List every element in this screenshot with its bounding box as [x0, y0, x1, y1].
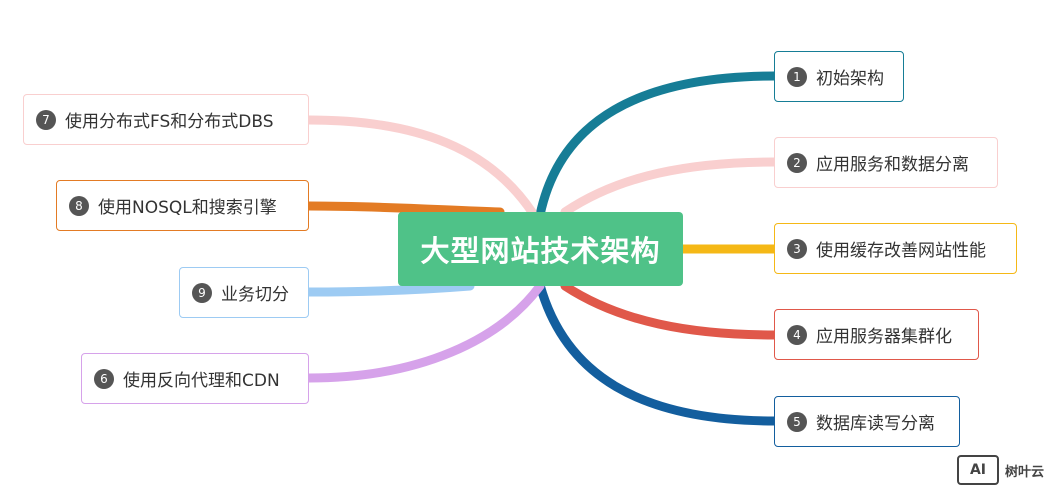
branch-label: 使用NOSQL和搜索引擎: [98, 198, 277, 218]
connector-7: [304, 115, 537, 217]
number-badge: 4: [787, 324, 807, 345]
branch-label: 使用反向代理和CDN: [123, 371, 280, 391]
branch-label: 使用缓存改善网站性能: [816, 241, 986, 261]
branch-node-8[interactable]: 8 使用NOSQL和搜索引擎: [56, 180, 309, 231]
connector-8: [304, 201, 505, 217]
connector-1: [535, 71, 780, 220]
watermark-brand: 树叶云: [1005, 464, 1045, 480]
branch-node-5[interactable]: 5 数据库读写分离: [774, 396, 960, 447]
branch-label: 业务切分: [221, 285, 289, 305]
connector-9: [304, 281, 475, 297]
branch-node-1[interactable]: 1 初始架构: [774, 51, 904, 102]
branch-node-3[interactable]: 3 使用缓存改善网站性能: [774, 223, 1017, 274]
number-badge: 6: [94, 368, 114, 389]
number-badge: 2: [787, 152, 807, 173]
branch-label: 数据库读写分离: [816, 414, 935, 434]
branch-node-6[interactable]: 6 使用反向代理和CDN: [81, 353, 309, 404]
watermark-logo: AI: [957, 455, 999, 485]
connector-6: [304, 281, 545, 383]
central-topic-label: 大型网站技术架构: [420, 234, 661, 268]
branch-node-4[interactable]: 4 应用服务器集群化: [774, 309, 979, 360]
branch-label: 应用服务器集群化: [816, 327, 952, 347]
connector-5: [535, 280, 780, 426]
number-badge: 3: [787, 238, 807, 259]
number-badge: 5: [787, 411, 807, 432]
number-badge: 1: [787, 66, 807, 87]
watermark: AI 树叶云: [957, 455, 1044, 485]
number-badge: 9: [192, 282, 212, 303]
number-badge: 7: [36, 109, 56, 130]
branch-label: 初始架构: [816, 69, 884, 89]
branch-node-9[interactable]: 9 业务切分: [179, 267, 309, 318]
branch-label: 使用分布式FS和分布式DBS: [65, 112, 274, 132]
branch-node-2[interactable]: 2 应用服务和数据分离: [774, 137, 998, 188]
branch-node-7[interactable]: 7 使用分布式FS和分布式DBS: [23, 94, 309, 145]
branch-label: 应用服务和数据分离: [816, 155, 969, 175]
connector-2: [560, 157, 780, 217]
connector-4: [560, 281, 780, 340]
number-badge: 8: [69, 195, 89, 216]
central-topic[interactable]: 大型网站技术架构: [398, 212, 683, 286]
